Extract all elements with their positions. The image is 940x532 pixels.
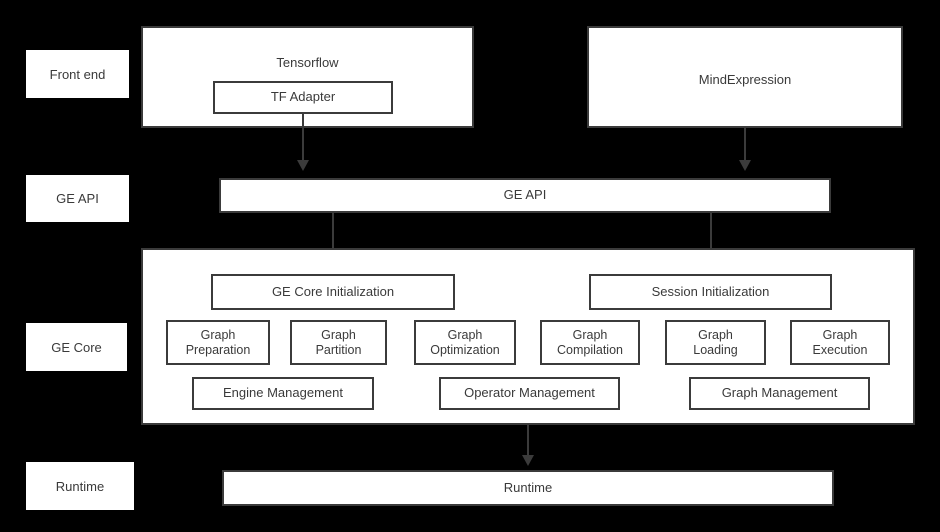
layer-label-ge-api: GE API	[26, 175, 129, 222]
graph-loading-box[interactable]: Graph Loading	[665, 320, 766, 365]
mindexpression-panel[interactable]	[587, 26, 903, 128]
operator-management-box[interactable]: Operator Management	[439, 377, 620, 410]
tf-adapter-box[interactable]: TF Adapter	[213, 81, 393, 114]
ge-api-bar[interactable]: GE API	[219, 178, 831, 213]
graph-execution-box[interactable]: Graph Execution	[790, 320, 890, 365]
graph-management-box[interactable]: Graph Management	[689, 377, 870, 410]
arrow-tf-adapter-to-ge-api-line	[302, 114, 304, 162]
layer-label-ge-core: GE Core	[26, 323, 127, 371]
arrow-tf-adapter-to-ge-api-head	[297, 160, 309, 171]
arrow-ge-api-to-ge-core-init-line	[332, 213, 334, 261]
arrow-ge-core-to-runtime-head	[522, 455, 534, 466]
graph-optimization-box[interactable]: Graph Optimization	[414, 320, 516, 365]
tensorflow-title: Tensorflow	[276, 55, 339, 70]
layer-label-runtime: Runtime	[26, 462, 134, 510]
graph-preparation-box[interactable]: Graph Preparation	[166, 320, 270, 365]
graph-compilation-box[interactable]: Graph Compilation	[540, 320, 640, 365]
arrow-ge-api-to-session-init-line	[710, 213, 712, 261]
graph-partition-box[interactable]: Graph Partition	[290, 320, 387, 365]
session-initialization-box[interactable]: Session Initialization	[589, 274, 832, 310]
engine-management-box[interactable]: Engine Management	[192, 377, 374, 410]
ge-core-initialization-box[interactable]: GE Core Initialization	[211, 274, 455, 310]
runtime-bar[interactable]: Runtime	[222, 470, 834, 506]
arrow-mindexpression-to-ge-api-head	[739, 160, 751, 171]
arrow-mindexpression-to-ge-api-line	[744, 128, 746, 162]
mindexpression-title: MindExpression	[698, 72, 792, 87]
layer-label-front-end: Front end	[26, 50, 129, 98]
arrow-ge-core-to-runtime-line	[527, 425, 529, 457]
